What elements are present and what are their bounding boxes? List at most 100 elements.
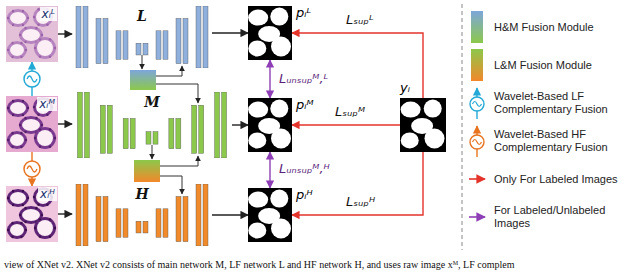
nucleus-dot bbox=[22, 24, 24, 26]
gland-ring bbox=[7, 99, 29, 117]
feature-bar bbox=[183, 18, 188, 63]
mask-region bbox=[248, 132, 266, 148]
nucleus-dot bbox=[25, 49, 27, 51]
nucleus-dot bbox=[7, 49, 9, 51]
mask-region bbox=[424, 100, 442, 118]
legend-swatch bbox=[468, 161, 486, 197]
image-symbol: xᵢᴸ bbox=[40, 7, 57, 21]
wave-symbol bbox=[473, 140, 482, 145]
fusion-wire bbox=[152, 145, 153, 159]
gland-lumen bbox=[22, 29, 40, 41]
tissue-ground bbox=[6, 186, 58, 242]
nucleus-dot bbox=[12, 10, 14, 12]
nucleus-dot bbox=[12, 204, 14, 206]
feature-bar bbox=[156, 209, 161, 238]
connector-arrow bbox=[292, 33, 423, 98]
gland-lumen bbox=[37, 130, 53, 146]
nucleus-dot bbox=[22, 190, 24, 192]
prediction-mask: pᵢᴸ bbox=[248, 6, 292, 60]
feature-bar bbox=[199, 105, 204, 153]
feature-bar bbox=[222, 92, 227, 158]
mask-symbol: pᵢᴹ bbox=[296, 96, 314, 113]
nucleus-dot bbox=[49, 145, 51, 147]
legend-divider bbox=[462, 4, 463, 250]
fusion-wire bbox=[160, 176, 182, 194]
feature-bar bbox=[163, 31, 168, 60]
gland-lumen bbox=[22, 209, 40, 221]
nucleus-dot bbox=[24, 131, 26, 133]
nucleus-dot bbox=[27, 197, 29, 199]
mask-symbol: pᵢᴸ bbox=[296, 4, 311, 21]
feature-bar bbox=[103, 196, 108, 241]
feature-bar bbox=[196, 6, 201, 68]
connector-arrow bbox=[58, 33, 72, 34]
mask-region bbox=[270, 190, 288, 208]
nucleus-dot bbox=[20, 56, 22, 58]
nucleus-dot bbox=[41, 34, 43, 36]
nucleus-dot bbox=[27, 107, 29, 109]
network-name: H bbox=[72, 186, 212, 202]
fusion-wires bbox=[142, 55, 198, 194]
nucleus-dot bbox=[33, 196, 35, 198]
nucleus-dot bbox=[39, 145, 41, 147]
feature-bar bbox=[77, 92, 82, 158]
mask-region bbox=[270, 100, 288, 118]
gland-ring bbox=[7, 9, 29, 27]
feature-bar bbox=[192, 105, 197, 153]
gland-ring bbox=[34, 217, 56, 239]
nucleus-dot bbox=[20, 42, 22, 44]
nucleus-dot bbox=[33, 16, 35, 18]
nucleus-dot bbox=[22, 204, 24, 206]
legend-text: For Labeled/Unlabeled Images bbox=[494, 204, 636, 230]
connector-arrow bbox=[212, 214, 248, 215]
fusion-swatch bbox=[471, 11, 483, 43]
nucleus-dot bbox=[54, 137, 56, 139]
gland-lumen bbox=[22, 119, 40, 131]
fusion-wire bbox=[156, 66, 182, 76]
feature-bar bbox=[153, 132, 158, 145]
arrow-sample bbox=[469, 216, 485, 218]
hf-wavelet-icon bbox=[24, 161, 40, 177]
gland-lumen bbox=[37, 220, 53, 236]
gland-lumen bbox=[37, 40, 53, 56]
fusion-swatch bbox=[471, 49, 483, 81]
nucleus-dot bbox=[11, 222, 13, 224]
gland-ring bbox=[34, 37, 56, 59]
feature-bar bbox=[83, 184, 88, 246]
nucleus-dot bbox=[24, 117, 26, 119]
feature-bar bbox=[203, 184, 208, 246]
nucleus-dot bbox=[12, 100, 14, 102]
feature-bar bbox=[103, 18, 108, 63]
gland-lumen bbox=[10, 224, 24, 236]
nucleus-dot bbox=[35, 27, 37, 29]
legend-row: Wavelet-Based LF Complementary Fusion bbox=[468, 84, 638, 122]
mask-ground bbox=[248, 6, 292, 60]
legend-swatch bbox=[468, 9, 486, 45]
gland-lumen bbox=[10, 192, 26, 204]
image-symbol: xᵢᴹ bbox=[37, 97, 57, 111]
nucleus-dot bbox=[7, 139, 9, 141]
nucleus-dot bbox=[33, 106, 35, 108]
network-unet: M bbox=[72, 92, 232, 158]
nucleus-dot bbox=[34, 227, 36, 229]
feature-bar bbox=[96, 18, 101, 63]
legend-row: L&M Fusion Module bbox=[468, 46, 638, 84]
connector-arrow bbox=[232, 124, 248, 125]
input-image: xᵢᴹ bbox=[6, 96, 58, 152]
network-unet: L bbox=[72, 6, 212, 68]
nucleus-dot bbox=[34, 47, 36, 49]
nucleus-dot bbox=[27, 17, 29, 19]
legend-text: Wavelet-Based LF Complementary Fusion bbox=[494, 90, 636, 116]
nucleus-dot bbox=[7, 17, 9, 19]
connector-arrow bbox=[269, 152, 270, 188]
mask-region bbox=[271, 37, 291, 57]
nucleus-dot bbox=[22, 114, 24, 116]
nucleus-dot bbox=[39, 218, 41, 220]
feature-bar bbox=[183, 196, 188, 241]
nucleus-dot bbox=[49, 218, 51, 220]
gland-ring bbox=[7, 189, 29, 207]
mask-region bbox=[248, 10, 268, 26]
mask-region bbox=[248, 40, 266, 56]
nucleus-dot bbox=[46, 204, 48, 206]
